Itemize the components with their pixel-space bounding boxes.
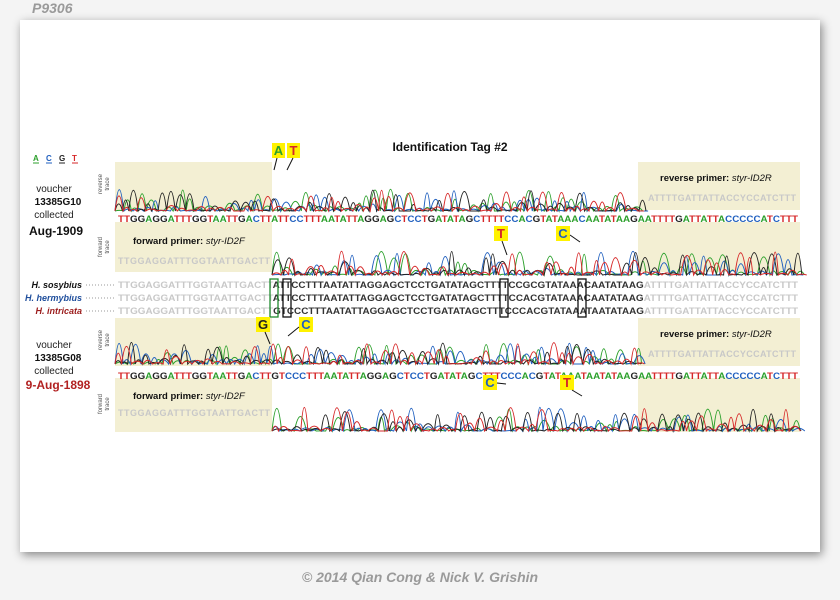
reverse-primer-label-1-text: reverse primer:: [660, 173, 729, 184]
reverse-primer-label-1: reverse primer: styr-ID2R: [660, 173, 772, 184]
species-name-3: H. intricata: [35, 306, 82, 316]
forward-primer-name-1: styr-ID2F: [206, 236, 246, 247]
species-name-2: H. hermybius: [25, 293, 82, 303]
callout-c-3: C: [485, 375, 495, 390]
sequence-row-2: TTGGAGGATTTGGTAATTGACTTGTCCCTTTAATATTAGG…: [118, 371, 799, 381]
trace-label-forward-1b: trace: [105, 240, 111, 254]
trace-label-reverse-2a: reverse: [98, 329, 104, 350]
reverse-primer-label-2-text: reverse primer:: [660, 329, 729, 340]
legend-base-t: T: [72, 154, 77, 163]
figure-card: [20, 20, 820, 552]
callout-t-2: T: [497, 226, 505, 241]
callout-t-3: T: [563, 375, 571, 390]
specimen-2-label: voucher 13385G08 collected 9-Aug-1898: [26, 340, 91, 392]
trace-label-reverse-1a: reverse: [98, 173, 104, 194]
chromatogram-traces: [114, 188, 807, 433]
trace-forward-2-3: [271, 407, 801, 433]
copyright: © 2014 Qian Cong & Nick V. Grishin: [301, 569, 539, 585]
species-seq-3: TTGGAGGATTTGGTAATTGACTTGTCCCTTTAATATTAGG…: [118, 306, 799, 316]
legend-base-g: G: [59, 154, 65, 163]
trace-reverse-1-3: [114, 189, 645, 213]
specimen-1-collected: collected: [34, 210, 73, 221]
reverse-primer-seq-2: ATTTTGATTATTACCYCCATCTTT: [648, 349, 797, 359]
trace-forward-1-3: [271, 251, 807, 277]
diff-box-4: [577, 278, 587, 318]
callout-a-1: A: [274, 143, 284, 158]
trace-reverse-2-3: [114, 342, 645, 366]
legend-base-a: A: [33, 154, 39, 163]
forward-primer-label-1-text: forward primer:: [133, 236, 203, 247]
specimen-2-date: 9-Aug-1898: [26, 378, 91, 392]
base-legend: A C G T: [33, 154, 78, 164]
reverse-primer-name-1: styr-ID2R: [732, 173, 772, 184]
forward-primer-box-1: [115, 222, 272, 272]
legend-base-c: C: [46, 154, 52, 163]
trace-label-reverse-1b: trace: [105, 177, 111, 191]
forward-primer-label-2: forward primer: styr-ID2F: [133, 391, 246, 402]
forward-primer-seq-2: TTGGAGGATTTGGTAATTGACTT: [118, 408, 271, 418]
reverse-primer-seq-1: ATTTTGATTATTACCYCCATCTTT: [648, 193, 797, 203]
specimen-1-voucher: voucher: [36, 184, 72, 195]
diff-box-3: [499, 278, 509, 318]
species-seq-1: TTGGAGGATTTGGTAATTGACTTATTCCTTTAATATTAGG…: [118, 280, 799, 290]
sequence-row-1: TTGGAGGATTTGGTAATTGACTTATTCCTTTAATATTAGG…: [118, 214, 799, 224]
callout-t-1: T: [290, 143, 298, 158]
reverse-primer-name-2: styr-ID2R: [732, 329, 772, 340]
trace-label-forward-1a: forward: [98, 237, 104, 257]
page-id: P9306: [32, 0, 73, 16]
forward-primer-label-2-text: forward primer:: [133, 391, 203, 402]
specimen-2-collected: collected: [34, 366, 73, 377]
reverse-primer-box-1: [638, 162, 800, 210]
reverse-primer-label-2: reverse primer: styr-ID2R: [660, 329, 772, 340]
trace-reverse-1-0: [114, 188, 644, 213]
forward-primer-seq-1: TTGGAGGATTTGGTAATTGACTT: [118, 256, 271, 266]
forward-primer-label-1: forward primer: styr-ID2F: [133, 236, 246, 247]
diff-box-2: [282, 278, 292, 318]
trace-label-forward-2b: trace: [105, 397, 111, 411]
forward-primer-box-2: [115, 378, 272, 432]
trace-label-forward-2a: forward: [98, 394, 104, 414]
reverse-primer-box-2-trace: [638, 378, 800, 432]
specimen-2-voucher: voucher: [36, 340, 72, 351]
diff-box-1: [269, 278, 279, 318]
reverse-primer-box-2: [638, 318, 800, 366]
callout-c-2: C: [301, 317, 311, 332]
specimen-1-date: Aug-1909: [29, 224, 83, 238]
callout-g-1: G: [258, 317, 268, 332]
trace-label-reverse-2b: trace: [105, 333, 111, 347]
specimen-2-id: 13385G08: [35, 353, 82, 364]
specimen-1-label: voucher 13385G10 collected Aug-1909: [29, 184, 83, 238]
forward-primer-name-2: styr-ID2F: [206, 391, 246, 402]
difference-boxes: [269, 278, 587, 318]
species-name-1: H. sosybius: [31, 280, 82, 290]
callouts: A T T C G C C T: [256, 143, 583, 397]
trace-reverse-2-2: [114, 341, 642, 366]
species-seq-2: TTGGAGGATTTGGTAATTGACTTATTCCTTTAATATTAGG…: [118, 293, 799, 303]
callout-c-1: C: [558, 226, 568, 241]
figure-title: Identification Tag #2: [392, 140, 507, 154]
specimen-1-id: 13385G10: [35, 197, 82, 208]
